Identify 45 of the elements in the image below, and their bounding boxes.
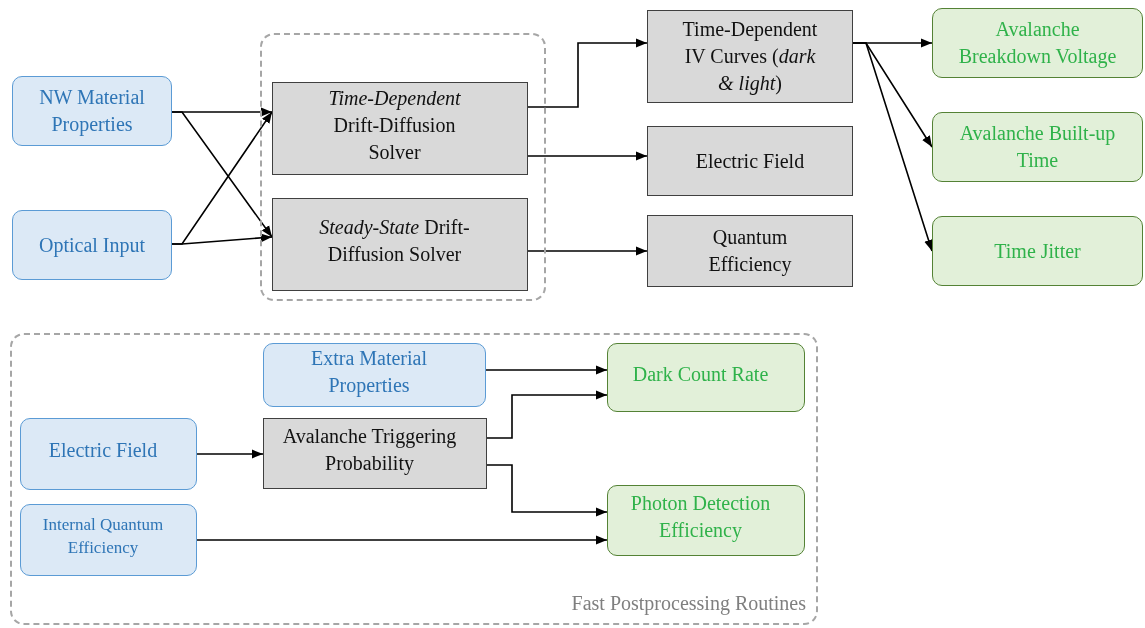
- arrow: [527, 151, 648, 161]
- arrow: [196, 449, 264, 459]
- node-label: Quantum Efficiency: [707, 225, 793, 278]
- group-title: Fast Postprocessing Routines: [571, 591, 806, 617]
- node-label: Time-Dependent Drift-Diffusion Solver: [327, 85, 462, 165]
- input-box: [19, 503, 197, 576]
- output-box: [932, 112, 1143, 182]
- node-label: Avalanche Breakdown Voltage: [957, 17, 1118, 70]
- input-box: [12, 76, 172, 146]
- arrow: [485, 365, 608, 375]
- node-label: Photon Detection Efficiency: [629, 491, 772, 544]
- node-label: Time-Dependent IV Curves (dark & light): [681, 17, 819, 97]
- process-box: [647, 10, 853, 103]
- node-label: Time Jitter: [994, 238, 1081, 264]
- arrow: [527, 38, 648, 108]
- arrow: [171, 233, 273, 245]
- node-label: Internal Quantum Efficiency: [41, 513, 165, 559]
- node-label: Dark Count Rate: [632, 361, 769, 387]
- process-box: [647, 126, 853, 196]
- process-box: [262, 417, 487, 489]
- output-box: [932, 216, 1143, 286]
- output-box: [606, 342, 805, 412]
- input-box: [12, 210, 172, 280]
- arrow: [486, 464, 608, 517]
- input-box: [262, 342, 486, 407]
- node-label: Electric Field: [48, 438, 158, 463]
- node-label: Extra Material Properties: [309, 345, 429, 399]
- process-box: [271, 197, 528, 291]
- arrow: [852, 42, 933, 252]
- process-box: [271, 81, 528, 175]
- node-label: Electric Field: [695, 148, 805, 174]
- node-label: Steady-State Drift-Diffusion Solver: [318, 215, 471, 267]
- arrow: [486, 390, 608, 439]
- output-box: [606, 484, 805, 556]
- process-box: [647, 215, 853, 287]
- output-box: [932, 8, 1143, 78]
- arrow: [196, 535, 608, 545]
- arrow: [527, 246, 648, 256]
- node-label: Optical Input: [38, 232, 146, 259]
- node-label: Avalanche Triggering Probability: [281, 424, 458, 477]
- node-label: Avalanche Built-up Time: [958, 121, 1117, 173]
- dashed-group-box: [260, 33, 546, 301]
- node-label: NW Material Properties: [38, 85, 146, 138]
- input-box: [19, 417, 197, 490]
- dashed-group-box: [10, 333, 818, 625]
